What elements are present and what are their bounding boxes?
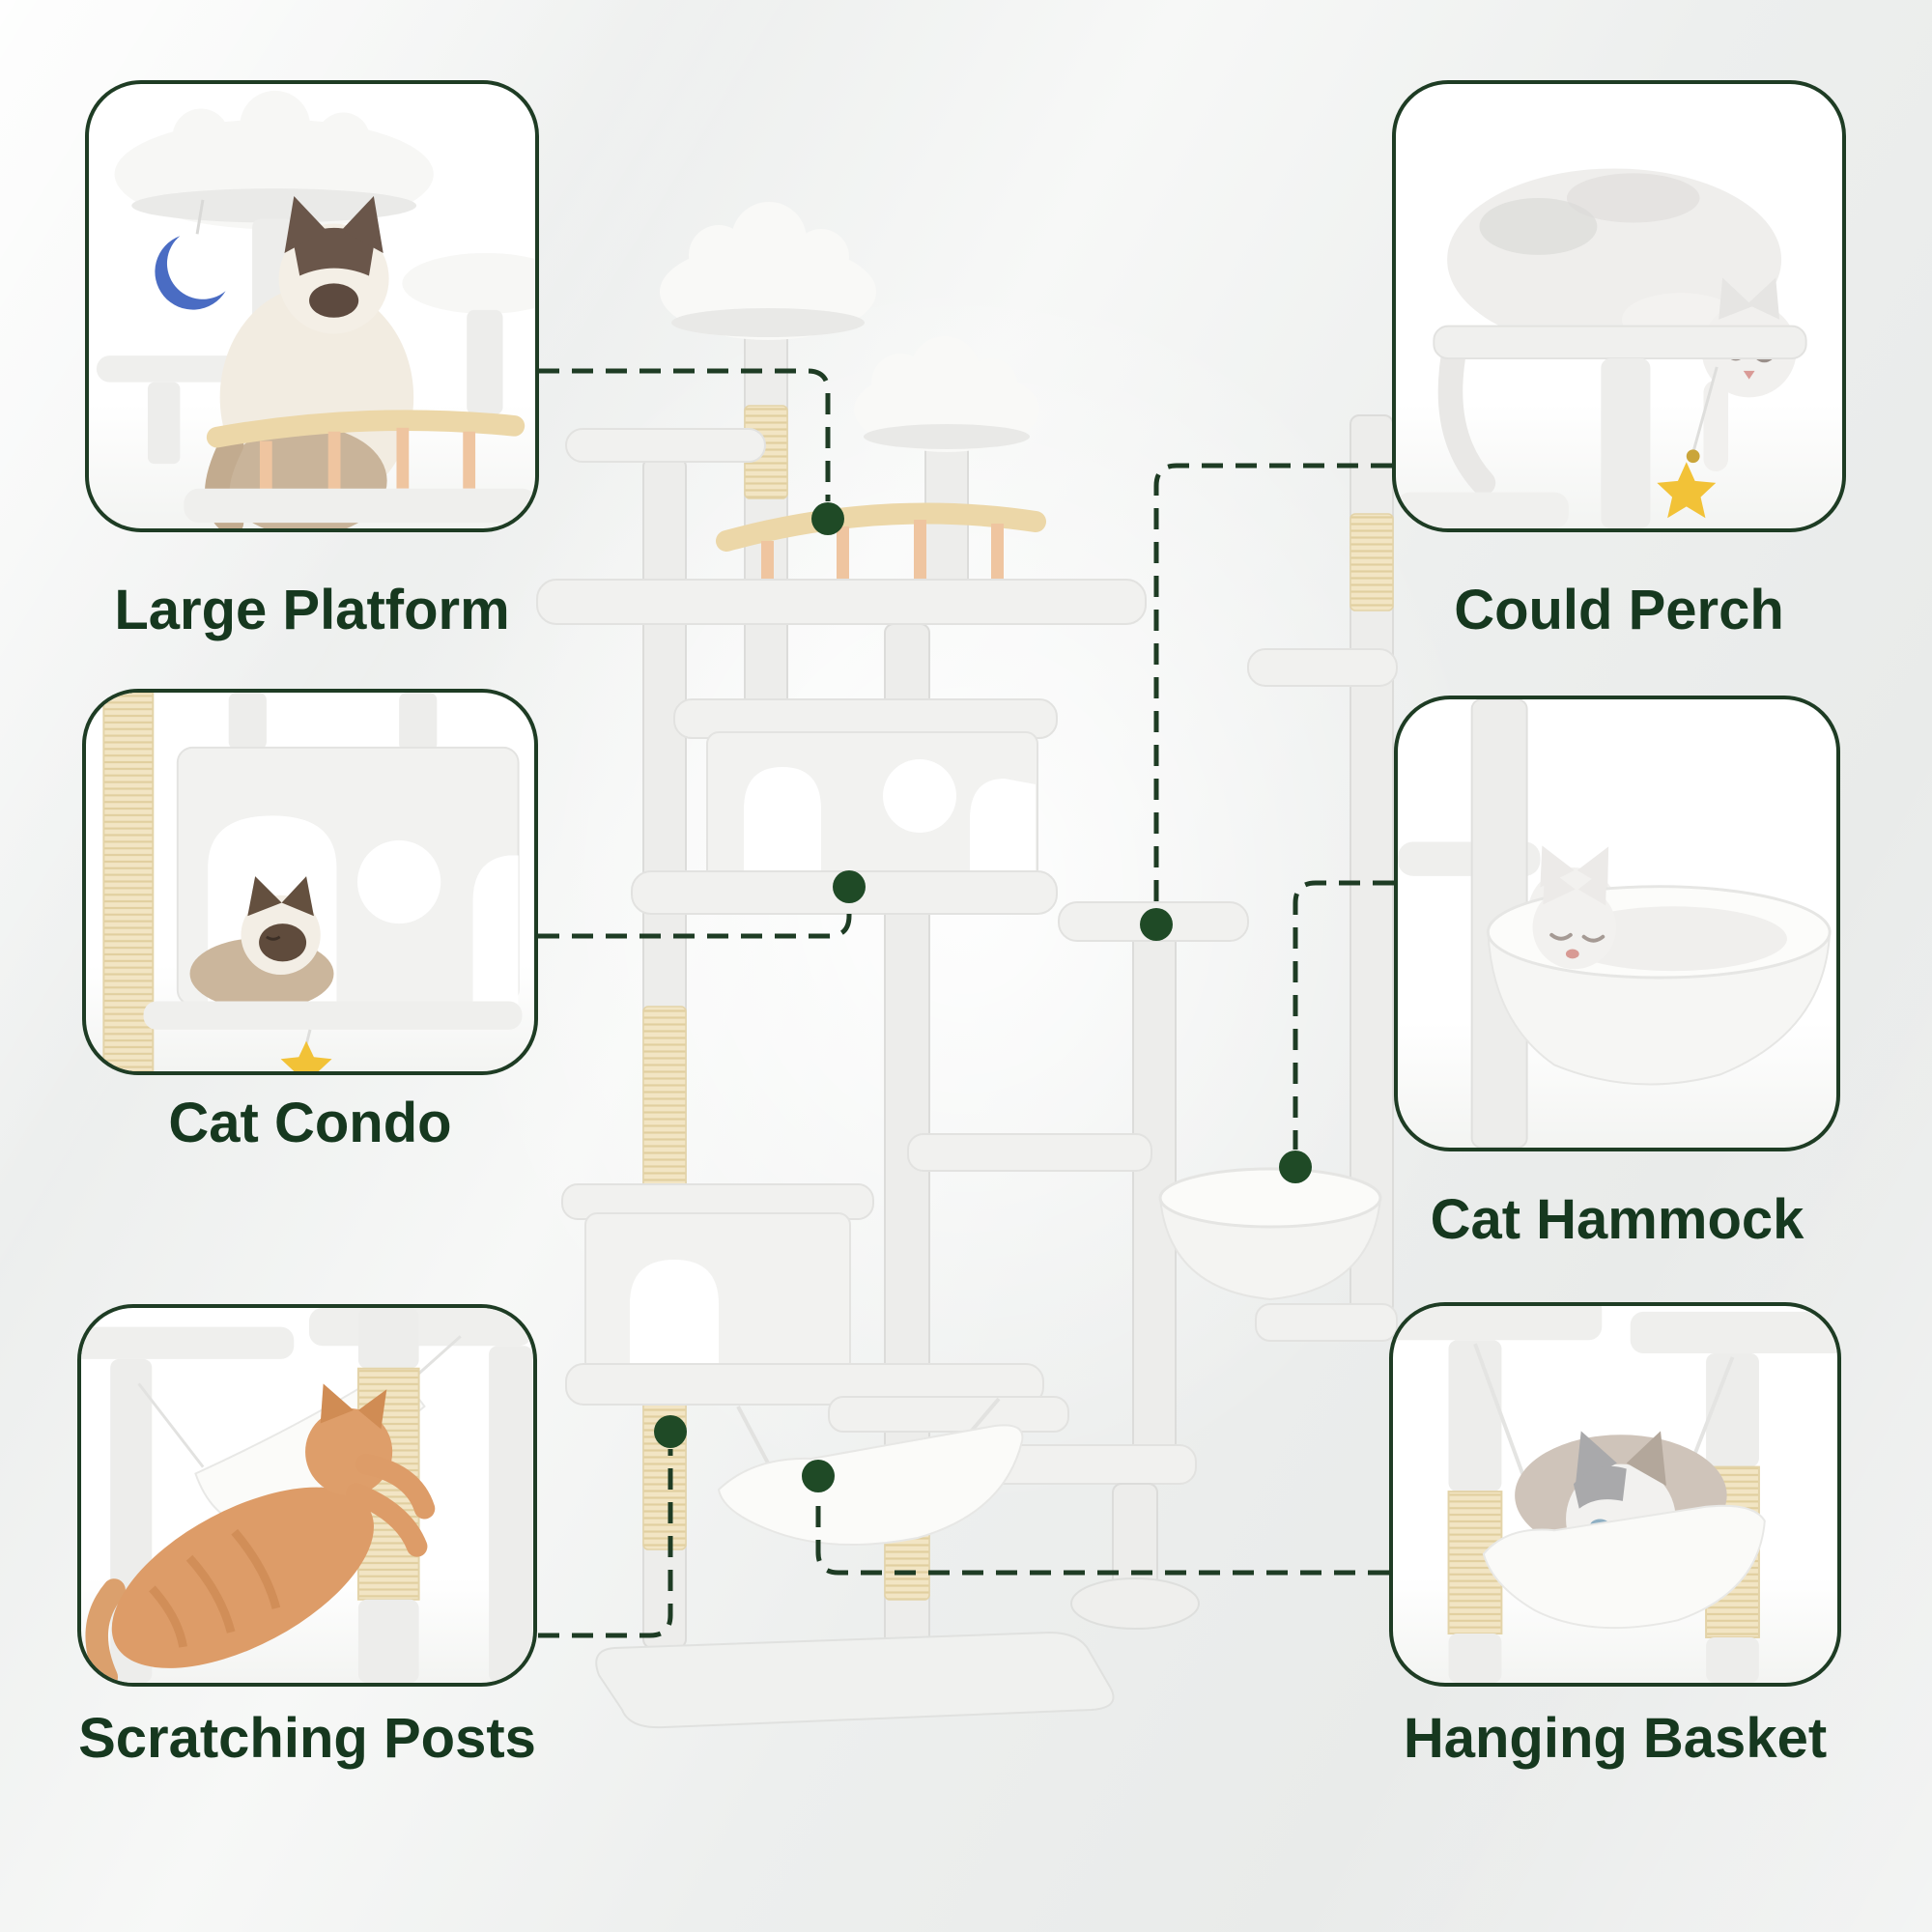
- feature-label-scratching-posts: Scratching Posts: [78, 1707, 536, 1770]
- tree-right-pole-group: [967, 901, 1382, 1630]
- feature-photo-cat-condo: [102, 693, 523, 1071]
- cloud-perch-2: [854, 336, 1039, 592]
- bottom-hammock: [717, 1397, 1024, 1547]
- connector-dot: [1140, 908, 1173, 941]
- cat-tree-illustration: [536, 202, 1398, 1729]
- feature-box-scratching-posts: [77, 1304, 537, 1687]
- connector-large-platform: [538, 368, 831, 501]
- ragdoll-cat: [204, 195, 414, 528]
- connector-scratching-posts: [538, 1449, 673, 1638]
- star-toy: [280, 1040, 332, 1071]
- flower-platform: [565, 428, 766, 463]
- tree-far-right-pole: [1247, 414, 1398, 1342]
- sleeping-cat-in-condo: [189, 876, 334, 1010]
- tree-left-pole: [642, 457, 687, 1649]
- feature-photo-hanging-basket: [1393, 1306, 1837, 1683]
- connector-dot: [811, 502, 844, 535]
- feature-photo-cat-hammock: [1398, 699, 1832, 1148]
- base-plate: [595, 1631, 1115, 1729]
- connector-dot: [1279, 1151, 1312, 1183]
- feature-photo-could-perch: [1396, 168, 1807, 528]
- feature-label-cat-hammock: Cat Hammock: [1430, 1188, 1804, 1251]
- callout-connectors: [538, 368, 1394, 1638]
- upper-cat-condo: [631, 698, 1058, 915]
- feature-photo-large-platform: [96, 90, 535, 528]
- moon-toy: [155, 236, 226, 310]
- connector-dot: [833, 870, 866, 903]
- feature-label-hanging-basket: Hanging Basket: [1403, 1707, 1828, 1770]
- cloud-perch-1: [660, 202, 876, 735]
- connector-hanging-basket: [815, 1493, 1389, 1576]
- feature-box-large-platform: [85, 80, 539, 532]
- connector-dot: [654, 1415, 687, 1448]
- connector-cat-condo: [538, 904, 852, 939]
- lower-cat-condo: [561, 1183, 1069, 1433]
- connector-could-perch: [1153, 463, 1392, 907]
- callout-dots: [654, 502, 1312, 1492]
- feature-box-could-perch: [1392, 80, 1846, 532]
- feature-label-large-platform: Large Platform: [114, 579, 510, 641]
- feature-box-cat-hammock: [1394, 696, 1840, 1151]
- feature-label-could-perch: Could Perch: [1454, 579, 1784, 641]
- feature-label-cat-condo: Cat Condo: [168, 1092, 452, 1154]
- star-toy: [1657, 462, 1717, 519]
- feature-photo-scratching-posts: [81, 1308, 533, 1683]
- stretching-orange-cat: [85, 1383, 436, 1683]
- large-platform-with-balustrade: [536, 502, 1147, 625]
- connector-dot: [802, 1460, 835, 1492]
- basket-fabric: [1482, 1504, 1766, 1630]
- mid-step-platform: [907, 1133, 1152, 1172]
- connector-cat-hammock: [1293, 880, 1394, 1150]
- feature-box-hanging-basket: [1389, 1302, 1841, 1687]
- feature-box-cat-condo: [82, 689, 538, 1075]
